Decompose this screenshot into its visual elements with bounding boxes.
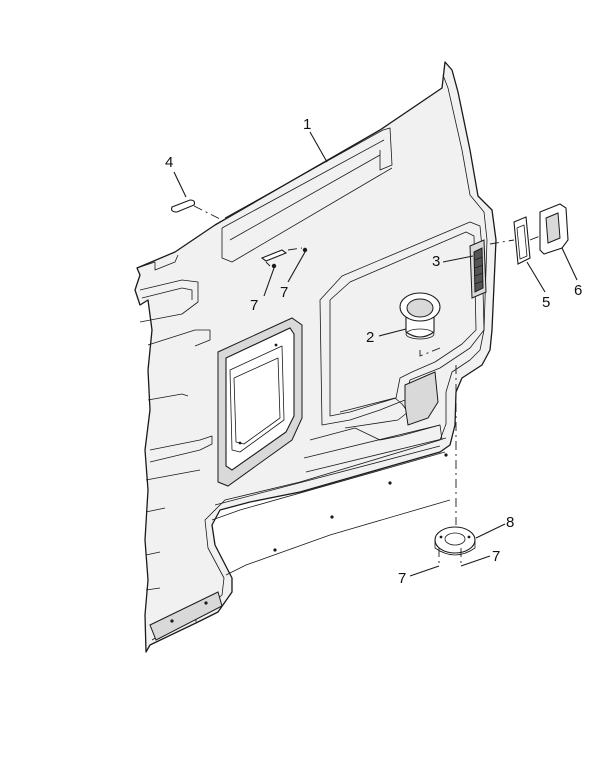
callout-8: 8 <box>506 514 514 531</box>
console-recess <box>303 221 485 473</box>
leader-lines <box>173 131 578 577</box>
callout-7-lower-left: 7 <box>398 570 406 587</box>
trim-ring-part-6 <box>539 203 569 255</box>
vent-grille-part-3 <box>469 239 487 299</box>
callout-7-lower-right: 7 <box>492 548 500 565</box>
callout-4: 4 <box>165 154 173 171</box>
callout-2: 2 <box>366 329 374 346</box>
callout-7-right: 7 <box>280 284 288 301</box>
callout-7-left: 7 <box>250 297 258 314</box>
clip-slot <box>260 247 308 269</box>
window-opening <box>217 317 303 487</box>
callout-labels: 1 2 3 4 5 6 7 7 7 7 8 <box>165 116 582 587</box>
cup-ring-part-8 <box>434 365 476 564</box>
handle-part-4 <box>171 199 223 221</box>
callout-5: 5 <box>542 294 550 311</box>
cup-holder-part-2 <box>399 292 441 357</box>
bezel-part-5 <box>513 216 531 265</box>
callout-3: 3 <box>432 253 440 270</box>
callout-1: 1 <box>303 116 311 133</box>
trim-panel <box>134 61 497 653</box>
callout-6: 6 <box>574 282 582 299</box>
